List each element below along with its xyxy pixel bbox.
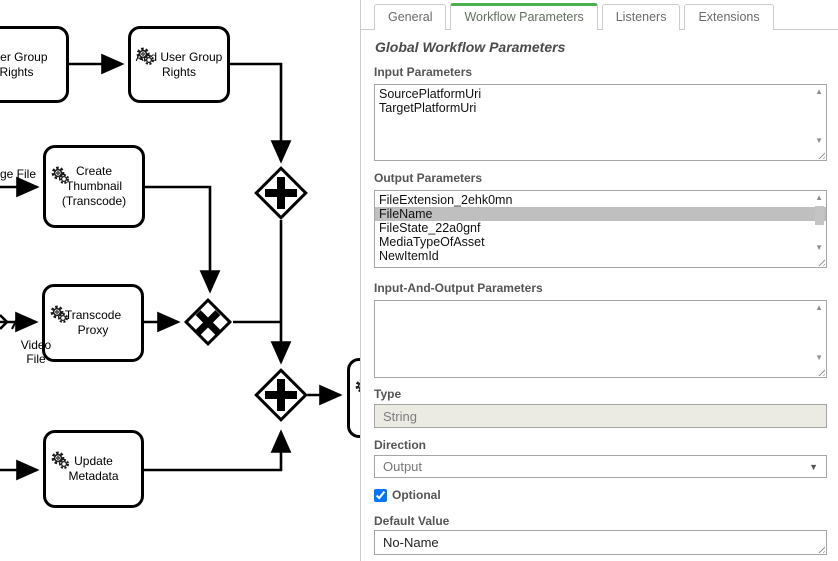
output-parameters-listbox[interactable]: FileExtension_2ehk0mn FileName FileState… — [374, 190, 827, 268]
task-user-group-rights[interactable]: User Group Rights — [0, 26, 69, 103]
inout-parameters-label: Input-And-Output Parameters — [374, 281, 543, 295]
tab-extensions[interactable]: Extensions — [684, 4, 774, 30]
parallel-gateway-top[interactable] — [254, 166, 308, 220]
resize-grip-icon[interactable] — [816, 257, 825, 266]
scrollbar-thumb[interactable] — [815, 206, 824, 225]
resize-grip-icon[interactable] — [816, 544, 825, 553]
chevron-down-icon: ▼ — [809, 461, 818, 472]
service-task-gears-icon — [49, 435, 73, 476]
input-parameters-label: Input Parameters — [374, 65, 473, 79]
task-label: User Group Rights — [0, 49, 48, 79]
direction-select[interactable]: Output ▼ — [374, 455, 827, 478]
tab-workflow-parameters[interactable]: Workflow Parameters — [450, 3, 598, 30]
scroll-down-icon[interactable]: ▼ — [815, 353, 823, 362]
properties-panel: General Workflow Parameters Listeners Ex… — [360, 0, 838, 561]
optional-label: Optional — [392, 488, 441, 502]
direction-value: Output — [383, 459, 423, 474]
task-partial-right[interactable] — [347, 358, 361, 438]
scroll-down-icon[interactable]: ▼ — [815, 136, 823, 145]
scroll-down-icon[interactable]: ▼ — [815, 243, 823, 252]
default-value-input[interactable]: No-Name — [374, 530, 827, 555]
scroll-up-icon[interactable]: ▲ — [815, 193, 823, 202]
default-value-text: No-Name — [383, 535, 439, 550]
task-add-user-group-rights[interactable]: Add User Group Rights — [128, 26, 230, 103]
output-parameters-label: Output Parameters — [374, 171, 483, 185]
list-item[interactable]: SourcePlatformUri — [379, 87, 482, 101]
direction-label: Direction — [374, 438, 427, 452]
input-parameters-listbox[interactable]: SourcePlatformUri TargetPlatformUri ▲ ▼ — [374, 84, 827, 161]
service-task-gears-icon — [134, 31, 158, 72]
task-label: Transcode Proxy — [64, 308, 122, 337]
parallel-gateway-bottom[interactable] — [254, 368, 308, 422]
scroll-up-icon[interactable]: ▲ — [815, 87, 823, 96]
edge-label-image-file: ge File — [0, 167, 37, 181]
list-item-selected[interactable]: FileName — [375, 207, 826, 221]
tab-general[interactable]: General — [374, 4, 447, 30]
type-input: String — [374, 404, 827, 428]
list-item[interactable]: FileExtension_2ehk0mn — [379, 193, 513, 207]
list-item[interactable]: TargetPlatformUri — [379, 101, 477, 115]
edge-label-video-file: Video File — [20, 338, 52, 366]
tab-strip: General Workflow Parameters Listeners Ex… — [361, 0, 838, 30]
tab-listeners[interactable]: Listeners — [601, 4, 681, 30]
default-value-label: Default Value — [374, 514, 450, 528]
task-label: Create Thumbnail (Transcode) — [61, 164, 127, 208]
list-item[interactable]: FileState_22a0gnf — [379, 221, 481, 235]
sequence-flows — [0, 53, 343, 481]
type-label: Type — [374, 387, 402, 401]
list-item[interactable]: NewItemId — [379, 249, 439, 263]
optional-row: Optional — [374, 488, 441, 502]
service-task-gears-icon — [49, 150, 73, 191]
bpmn-canvas[interactable]: User Group Rights Add User Group Rights — [0, 0, 361, 561]
resize-grip-icon[interactable] — [816, 150, 825, 159]
plus-icon — [277, 177, 285, 209]
type-value: String — [383, 408, 417, 424]
list-item[interactable]: MediaTypeOfAsset — [379, 235, 485, 249]
task-create-thumbnail[interactable]: Create Thumbnail (Transcode) — [43, 145, 145, 228]
task-update-metadata[interactable]: Update Metadata — [43, 430, 144, 508]
service-task-gears-icon — [48, 289, 72, 330]
task-label: Update Metadata — [68, 454, 119, 483]
plus-icon — [277, 379, 285, 411]
task-transcode-proxy[interactable]: Transcode Proxy — [42, 284, 144, 362]
exclusive-gateway[interactable] — [183, 297, 233, 347]
scroll-up-icon[interactable]: ▲ — [815, 303, 823, 312]
optional-checkbox[interactable] — [374, 488, 387, 502]
inout-parameters-listbox[interactable]: ▲ ▼ — [374, 300, 827, 378]
panel-heading: Global Workflow Parameters — [375, 39, 566, 55]
resize-grip-icon[interactable] — [816, 367, 825, 376]
